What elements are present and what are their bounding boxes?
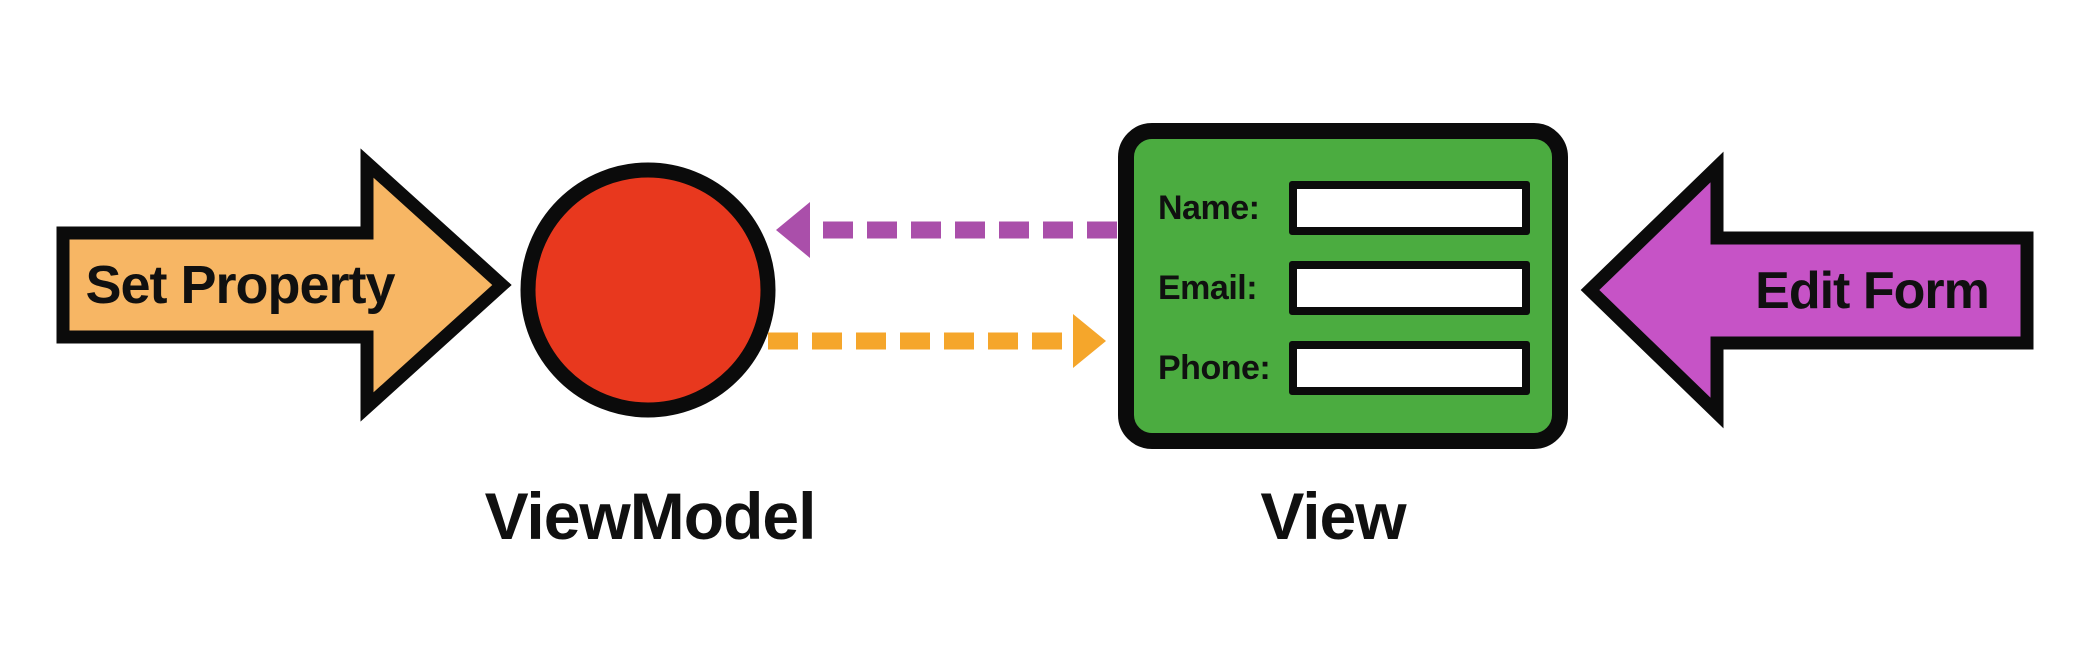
set-property-label: Set Property [85,255,395,315]
phone-field-label: Phone: [1158,348,1271,387]
viewmodel-caption: ViewModel [484,479,817,553]
phone-input[interactable] [1289,341,1530,395]
view-panel: Name: Email: Phone: [1118,123,1568,449]
edit-form-label: Edit Form [1755,261,1990,320]
binding-arrow-viewmodel-to-view [768,314,1106,368]
viewmodel-circle [520,162,776,418]
name-field-label: Name: [1158,188,1260,227]
view-caption: View [1260,479,1406,553]
orange-arrowhead-icon [1073,314,1106,368]
form-row-email: Email: [1158,261,1552,315]
form-row-phone: Phone: [1158,341,1552,395]
name-input[interactable] [1289,181,1530,235]
set-property-arrow-shape [56,148,512,422]
email-field-label: Email: [1158,268,1258,307]
form-row-name: Name: [1158,181,1552,235]
email-input[interactable] [1289,261,1530,315]
binding-arrow-view-to-viewmodel [776,202,1117,258]
edit-form-arrow-shape [1580,151,2034,429]
purple-arrowhead-icon [776,202,810,258]
